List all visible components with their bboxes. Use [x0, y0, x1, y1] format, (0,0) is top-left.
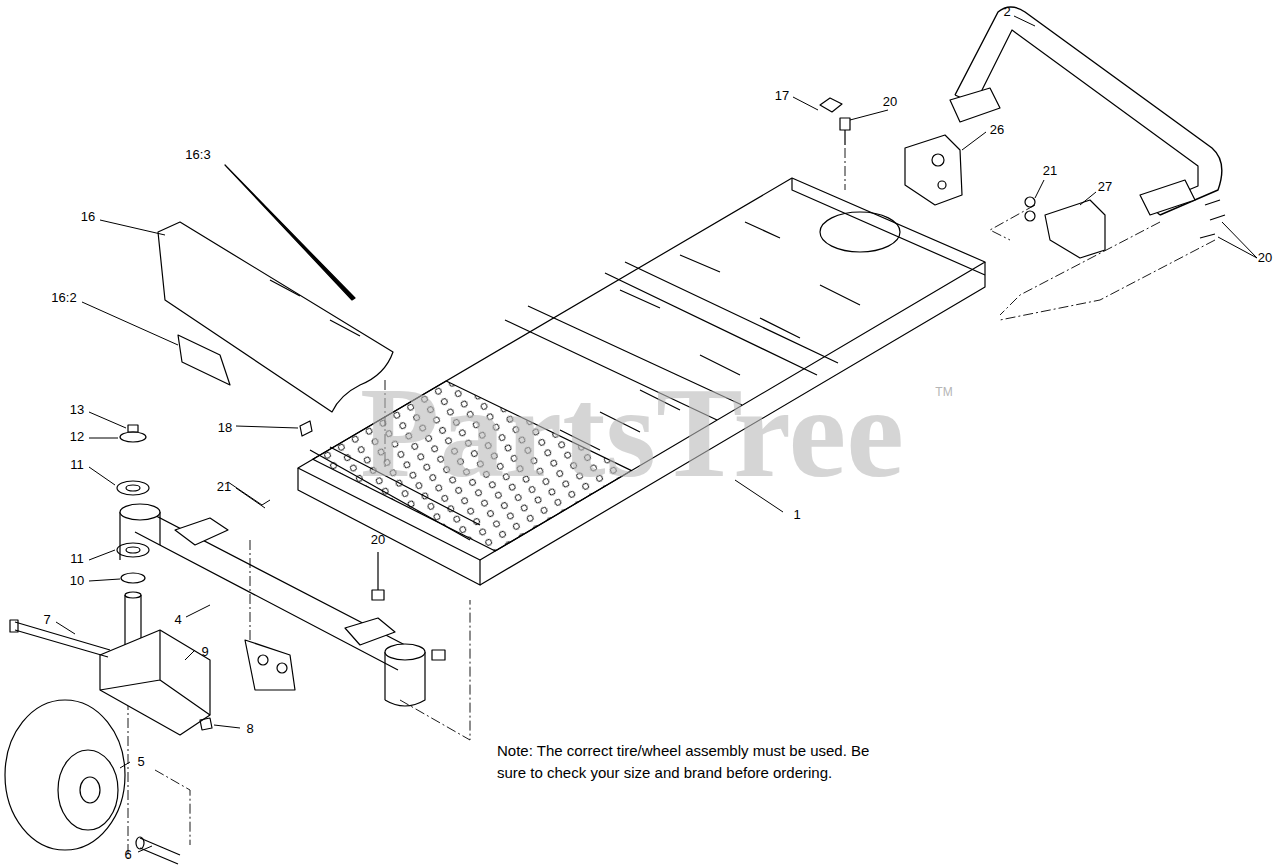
callout-number: 16 [81, 210, 95, 225]
callout-number: 20 [371, 533, 385, 548]
note-text: Note: The correct tire/wheel assembly mu… [497, 740, 875, 784]
callout-number: 17 [775, 89, 789, 104]
callout-number: 8 [246, 722, 253, 737]
callout-number: 16:2 [51, 291, 76, 306]
callout-number: 18 [218, 421, 232, 436]
callout-number: 1 [793, 508, 800, 523]
callout-number: 21 [217, 480, 231, 495]
callout-number: 21 [1043, 164, 1057, 179]
callout-number: 16:3 [185, 148, 210, 163]
callout-number: 6 [124, 848, 131, 863]
watermark: PartsTree [360, 367, 904, 497]
callout-number: 4 [174, 613, 181, 628]
callout-number: 26 [990, 123, 1004, 138]
callout-number: 11 [70, 458, 84, 473]
callout-number: 11 [70, 552, 84, 567]
callout-number: 7 [43, 613, 50, 628]
callout-number: 10 [70, 574, 84, 589]
callout-number: 9 [201, 645, 208, 660]
callout-number: 2 [1003, 5, 1010, 20]
callout-number: 5 [137, 755, 144, 770]
callout-number: 20 [883, 95, 897, 110]
trademark-mark: TM [935, 386, 952, 400]
callout-number: 13 [70, 403, 84, 418]
callout-number: 20 [1258, 251, 1272, 266]
callout-number: 12 [70, 430, 84, 445]
callout-number: 27 [1098, 180, 1112, 195]
